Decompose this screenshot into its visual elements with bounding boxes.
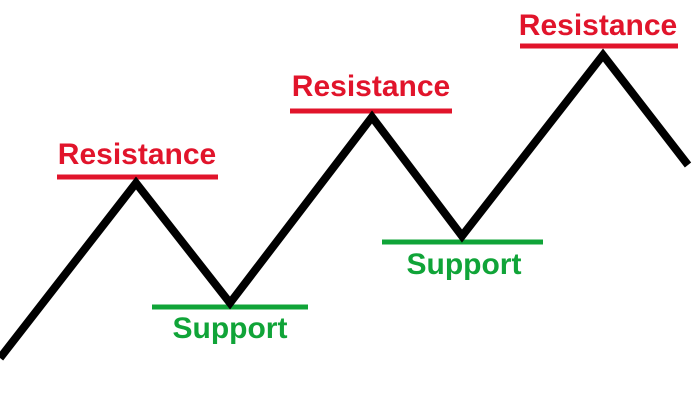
support-label: Support xyxy=(407,248,522,281)
resistance-label: Resistance xyxy=(292,70,450,103)
resistance-label: Resistance xyxy=(519,9,677,42)
resistance-label: Resistance xyxy=(58,138,216,171)
price-trend-line xyxy=(0,48,692,361)
support-label: Support xyxy=(173,312,288,345)
